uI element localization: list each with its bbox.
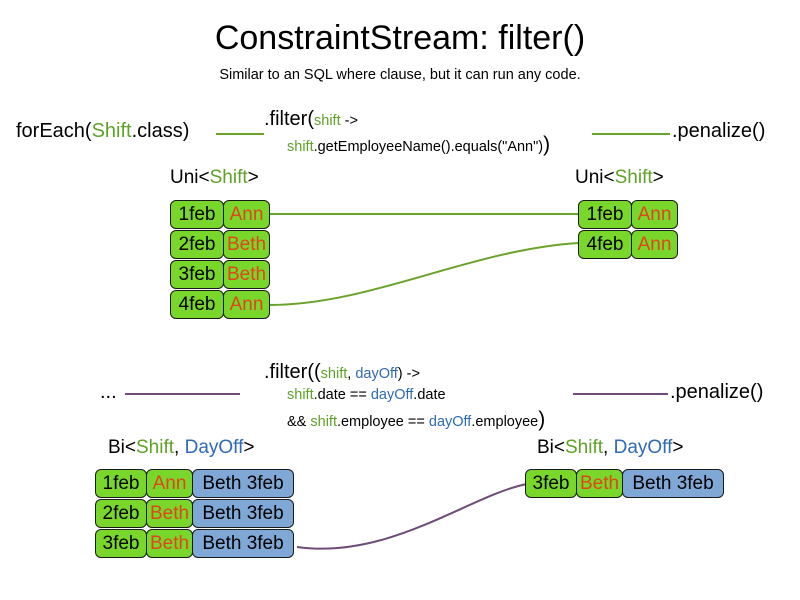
uni-source-prefix: forEach( <box>16 120 92 142</box>
tuple-date-cell: 3feb <box>170 260 224 289</box>
uni-filter-param: shift <box>314 113 341 129</box>
uni-connector-filter-to-sink <box>592 133 670 135</box>
uni-connector-source-to-filter <box>216 133 264 135</box>
bi-filter-comma: , <box>347 366 356 382</box>
bi-filter-param1: shift <box>320 366 348 382</box>
bi-filter-l2-a: shift <box>287 387 314 403</box>
tuple-name-cell: Ann <box>146 469 193 498</box>
bi-filter-l3-e: .employee <box>471 414 539 430</box>
tuple-date-cell: 4feb <box>578 230 632 259</box>
uni-filter-body-prefix: shift <box>287 139 314 155</box>
uni-left-tuple-row: 3feb Beth <box>170 260 270 289</box>
uni-sink-expression: .penalize() <box>672 120 766 142</box>
uni-right-type-prefix: Uni< <box>575 167 615 188</box>
bi-right-type-name-2: DayOff <box>613 437 673 458</box>
bi-left-type-name-2: DayOff <box>184 437 244 458</box>
bi-right-type-comma: , <box>603 437 614 458</box>
bi-right-type-suffix: > <box>672 437 684 458</box>
uni-filter-close-paren: ) <box>543 133 551 156</box>
page-subtitle: Similar to an SQL where clause, but it c… <box>219 67 581 83</box>
uni-right-type-name: Shift <box>614 167 653 188</box>
uni-left-tuple-row: 4feb Ann <box>170 290 270 319</box>
bi-filter-body-line-1: shift.date == dayOff.date <box>287 386 446 405</box>
tuple-date-cell: 2feb <box>170 230 224 259</box>
tuple-pair-cell: Beth 3feb <box>192 499 294 528</box>
uni-source-expression: forEach(Shift.class) <box>16 119 189 143</box>
uni-left-type-suffix: > <box>247 167 259 188</box>
tuple-name-cell: Beth <box>223 260 270 289</box>
bi-filter-l2-b: .date == <box>313 387 371 403</box>
uni-right-tuple-row: 4feb Ann <box>578 230 678 259</box>
uni-left-tuple-row: 2feb Beth <box>170 230 270 259</box>
page-title: ConstraintStream: filter() <box>214 19 586 57</box>
uni-right-type-label: Uni<Shift> <box>575 167 664 189</box>
tuple-date-cell: 1feb <box>170 200 224 229</box>
bi-right-type-label: Bi<Shift, DayOff> <box>537 437 683 459</box>
uni-left-type-label: Uni<Shift> <box>170 167 259 189</box>
tuple-name-cell: Ann <box>223 290 270 319</box>
uni-left-tuple-row: 1feb Ann <box>170 200 270 229</box>
tuple-date-cell: 4feb <box>170 290 224 319</box>
uni-left-type-name: Shift <box>209 167 248 188</box>
tuple-date-cell: 1feb <box>95 469 147 498</box>
bi-connector-source-to-filter <box>125 393 240 395</box>
bi-filter-l2-d: .date <box>413 387 446 403</box>
uni-left-type-prefix: Uni< <box>170 167 210 188</box>
tuple-pair-cell: Beth 3feb <box>192 469 294 498</box>
uni-filter-body-rest: .getEmployeeName().equals("Ann") <box>313 139 544 155</box>
tuple-date-cell: 2feb <box>95 499 147 528</box>
tuple-date-cell: 3feb <box>525 469 577 498</box>
tuple-date-cell: 1feb <box>578 200 632 229</box>
bi-left-tuple-row: 3feb Beth Beth 3feb <box>95 529 294 558</box>
bi-filter-param2: dayOff <box>355 366 398 382</box>
uni-filter-arrow: -> <box>340 113 358 129</box>
bi-left-type-suffix: > <box>243 437 255 458</box>
tuple-name-cell: Beth <box>223 230 270 259</box>
bi-filter-l3-d: dayOff <box>428 414 472 430</box>
tuple-name-cell: Ann <box>223 200 270 229</box>
tuple-name-cell: Ann <box>631 200 678 229</box>
bi-left-type-comma: , <box>174 437 185 458</box>
uni-right-tuple-row: 1feb Ann <box>578 200 678 229</box>
bi-left-tuple-row: 1feb Ann Beth 3feb <box>95 469 294 498</box>
bi-right-type-name-1: Shift <box>565 437 604 458</box>
bi-filter-l3-a: && <box>287 414 311 430</box>
bi-connector-filter-to-sink <box>573 393 668 395</box>
tuple-name-cell: Beth <box>576 469 623 498</box>
uni-filter-head: .filter( <box>264 108 314 130</box>
bi-filter-head-line: .filter((shift, dayOff) -> <box>264 360 420 384</box>
bi-filter-close-paren: ) <box>538 408 546 431</box>
tuple-date-cell: 3feb <box>95 529 147 558</box>
tuple-name-cell: Ann <box>631 230 678 259</box>
bi-source-expression: ... <box>100 381 117 403</box>
uni-right-type-suffix: > <box>652 167 664 188</box>
tuple-pair-cell: Beth 3feb <box>622 469 724 498</box>
bi-left-type-prefix: Bi< <box>108 437 136 458</box>
bi-filter-head: .filter(( <box>264 361 321 383</box>
uni-filter-head-line: .filter(shift -> <box>264 107 358 131</box>
uni-source-suffix: .class) <box>131 120 190 142</box>
bi-filter-l2-c: dayOff <box>370 387 414 403</box>
bi-filter-body-line-2: && shift.employee == dayOff.employee) <box>287 408 546 432</box>
bi-filter-l3-b: shift <box>310 414 337 430</box>
bi-sink-expression: .penalize() <box>670 381 764 403</box>
tuple-name-cell: Beth <box>146 529 193 558</box>
bi-filter-arrow: ) -> <box>397 366 420 382</box>
tuple-name-cell: Beth <box>146 499 193 528</box>
uni-filter-body-line: shift.getEmployeeName().equals("Ann")) <box>287 133 551 157</box>
bi-filter-l3-c: .employee == <box>336 414 429 430</box>
bi-left-tuple-row: 2feb Beth Beth 3feb <box>95 499 294 528</box>
bi-right-tuple-row: 3feb Beth Beth 3feb <box>525 469 724 498</box>
uni-source-type: Shift <box>91 120 132 142</box>
tuple-pair-cell: Beth 3feb <box>192 529 294 558</box>
bi-left-type-name-1: Shift <box>136 437 175 458</box>
bi-left-type-label: Bi<Shift, DayOff> <box>108 437 254 459</box>
bi-right-type-prefix: Bi< <box>537 437 565 458</box>
